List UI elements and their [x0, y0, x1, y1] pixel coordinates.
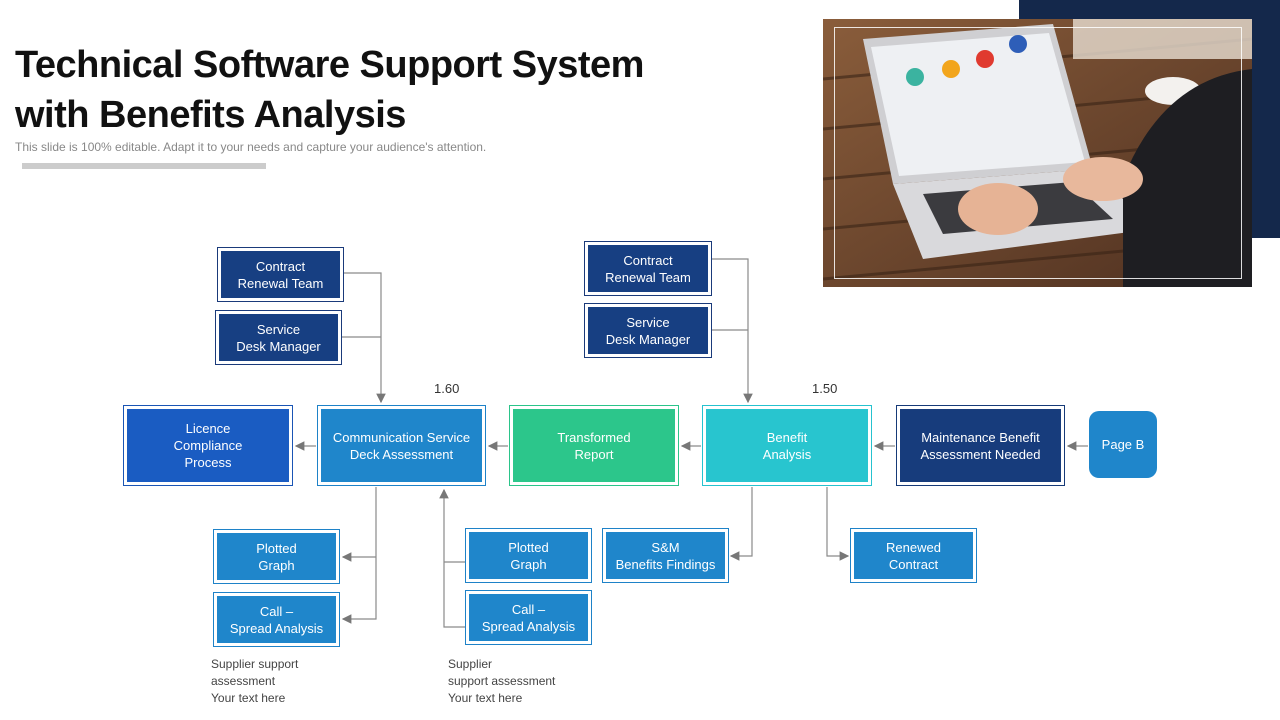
node-label: Plotted Graph	[217, 533, 336, 580]
title-line-1: Technical Software Support System	[15, 44, 644, 86]
node-label: Transformed Report	[513, 409, 675, 482]
node-licence-compliance-process[interactable]: Licence Compliance Process	[123, 405, 293, 486]
node-label: Maintenance Benefit Assessment Needed	[900, 409, 1061, 482]
note-supplier-support-left: Supplier support assessment Your text he…	[211, 657, 299, 705]
connector	[341, 487, 377, 624]
page-b-button[interactable]: Page B	[1089, 411, 1157, 478]
node-label: Service Desk Manager	[588, 307, 708, 354]
subtitle: This slide is 100% editable. Adapt it to…	[15, 140, 487, 154]
node-label: Contract Renewal Team	[221, 251, 340, 298]
title-underline	[22, 163, 266, 169]
node-label: Licence Compliance Process	[127, 409, 289, 482]
node-sm-benefits-findings[interactable]: S&M Benefits Findings	[602, 528, 729, 583]
connector	[729, 487, 753, 561]
communication-value: 1.60	[434, 381, 460, 396]
node-benefit-analysis[interactable]: Benefit Analysis	[702, 405, 872, 486]
node-renewed-contract[interactable]: Renewed Contract	[850, 528, 977, 583]
node-label: Benefit Analysis	[706, 409, 868, 482]
page-title: Technical Software Support System with B…	[15, 40, 644, 140]
laptop-photo	[823, 19, 1252, 287]
photo-frame	[834, 27, 1242, 279]
title-line-2: with Benefits Analysis	[15, 94, 406, 136]
node-plotted-graph-middle[interactable]: Plotted Graph	[465, 528, 592, 583]
node-plotted-graph-left[interactable]: Plotted Graph	[213, 529, 340, 584]
node-maintenance-benefit-assessment[interactable]: Maintenance Benefit Assessment Needed	[896, 405, 1065, 486]
note-supplier-support-right: Supplier support assessment Your text he…	[448, 657, 556, 705]
node-label: S&M Benefits Findings	[606, 532, 725, 579]
node-label: Contract Renewal Team	[588, 245, 708, 292]
connector	[439, 488, 465, 628]
node-communication-service-deck-assessment[interactable]: Communication Service Deck Assessment	[317, 405, 486, 486]
node-call-spread-analysis-left[interactable]: Call – Spread Analysis	[213, 592, 340, 647]
node-label: Service Desk Manager	[219, 314, 338, 361]
node-contract-renewal-team-left[interactable]: Contract Renewal Team	[217, 247, 344, 302]
node-label: Communication Service Deck Assessment	[321, 409, 482, 482]
benefit-value: 1.50	[812, 381, 838, 396]
node-service-desk-manager-left[interactable]: Service Desk Manager	[215, 310, 342, 365]
node-service-desk-manager-right[interactable]: Service Desk Manager	[584, 303, 712, 358]
node-transformed-report[interactable]: Transformed Report	[509, 405, 679, 486]
node-label: Call – Spread Analysis	[217, 596, 336, 643]
laptop-photo-illustration	[823, 19, 1252, 287]
connector	[826, 487, 850, 561]
connector	[344, 272, 386, 404]
node-call-spread-analysis-middle[interactable]: Call – Spread Analysis	[465, 590, 592, 645]
node-label: Plotted Graph	[469, 532, 588, 579]
node-contract-renewal-team-right[interactable]: Contract Renewal Team	[584, 241, 712, 296]
node-label: Call – Spread Analysis	[469, 594, 588, 641]
connector	[712, 258, 753, 404]
node-label: Renewed Contract	[854, 532, 973, 579]
